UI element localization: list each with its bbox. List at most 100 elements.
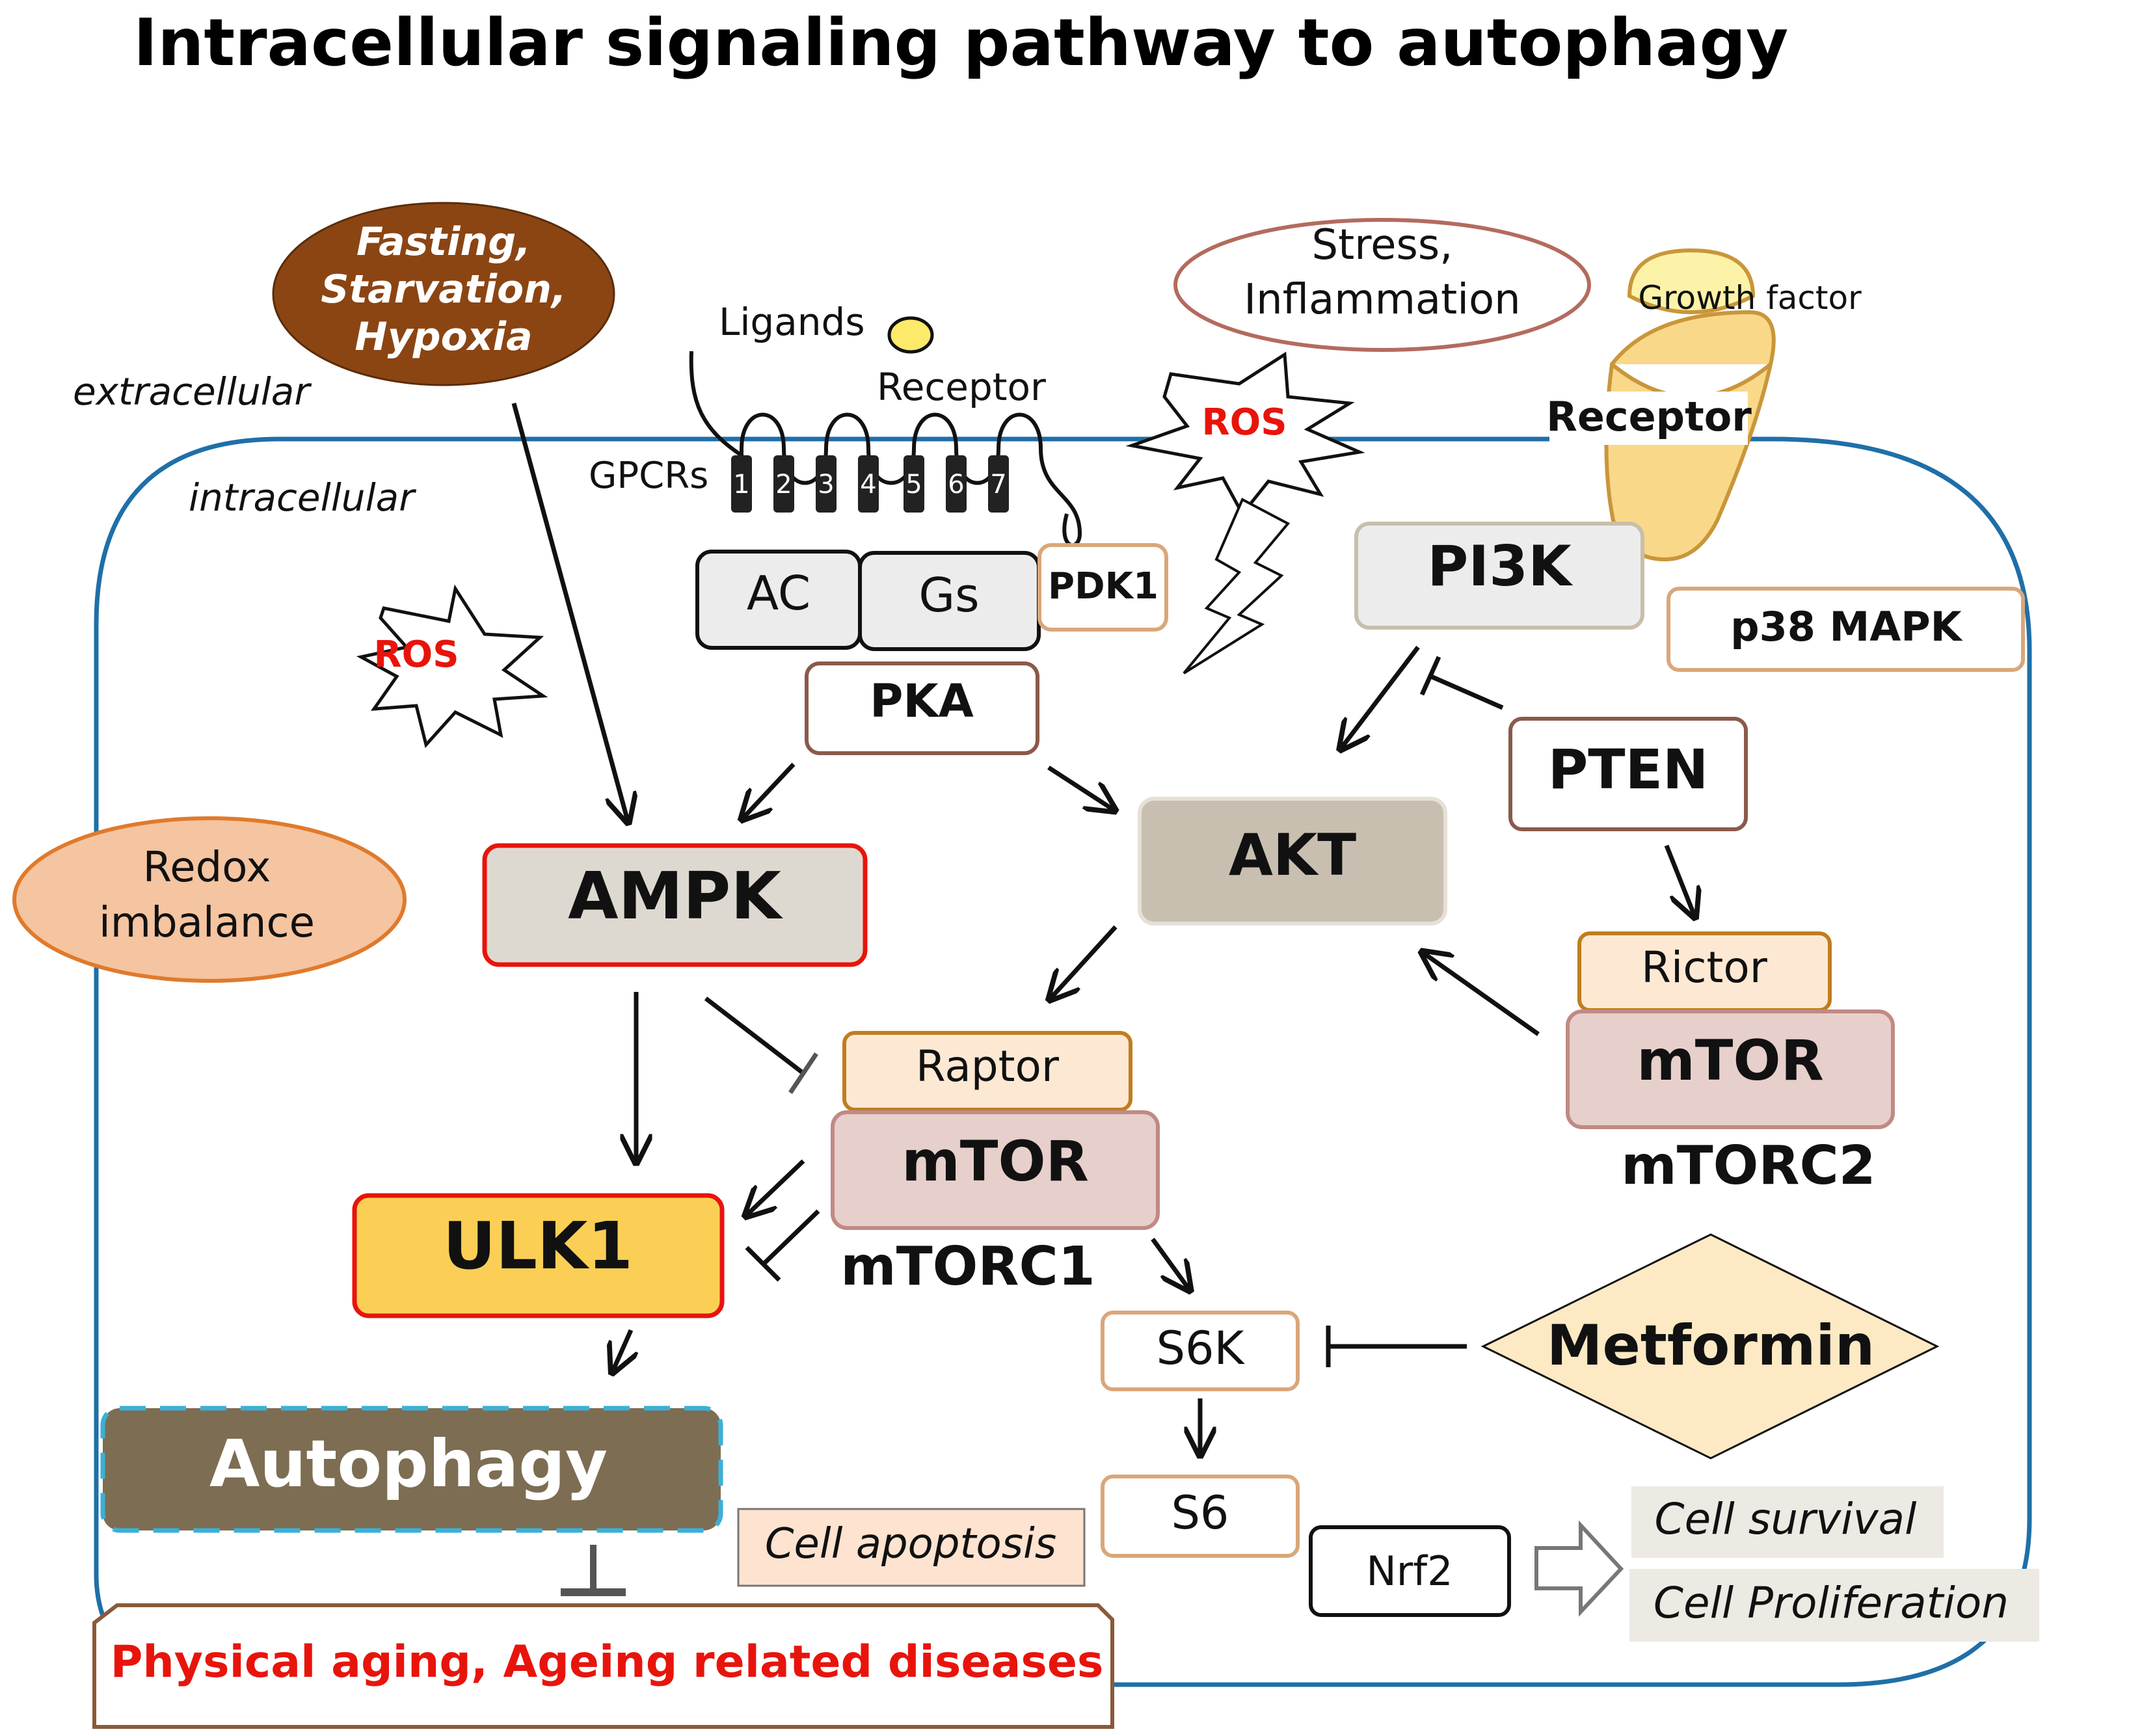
redox-stimulus: Redox imbalance	[12, 816, 407, 983]
aging-outcome: Physical aging, Ageing related diseases	[92, 1603, 1114, 1729]
s6-node: S6	[1101, 1475, 1300, 1558]
mtorc2-label: mTORC2	[1621, 1135, 1875, 1197]
activation-arrows	[511, 403, 1694, 1454]
nrf2-node: Nrf2	[1309, 1525, 1511, 1617]
extracellular-label: extracellular	[73, 369, 312, 414]
pten-node: PTEN	[1508, 717, 1748, 831]
proliferation-label: Cell Proliferation	[1654, 1578, 2009, 1628]
inhibit-pten-pi3k-bar	[1419, 656, 1441, 696]
nrf2-label: Nrf2	[1366, 1547, 1453, 1595]
gpcrs-label: GPCRs	[589, 455, 708, 497]
ros-label-left: ROS	[373, 634, 459, 676]
survival-label: Cell survival	[1655, 1494, 1918, 1544]
redox-line-1: Redox	[143, 844, 271, 892]
inhibit-ampk-mtor-bar	[788, 1052, 818, 1094]
helix-7: 7	[990, 470, 1006, 500]
survival-label-box: Cell survival	[1631, 1486, 1944, 1558]
page-title: Intracellular signaling pathway to autop…	[133, 5, 1788, 81]
arrow-pka-akt	[1047, 766, 1114, 810]
stress-line-2: Inflammation	[1244, 276, 1520, 324]
pdk1-label: PDK1	[1048, 565, 1158, 608]
metformin-label: Metformin	[1547, 1313, 1875, 1378]
gs-label: Gs	[918, 568, 979, 622]
helix-3: 3	[818, 470, 834, 500]
s6-label: S6	[1172, 1486, 1229, 1540]
inhibit-mtor-ulk1-line	[760, 1209, 820, 1267]
metformin-node: Metformin	[1480, 1233, 1940, 1460]
ligand-icon	[887, 316, 934, 354]
ros-label-top: ROS	[1201, 401, 1287, 444]
mtor1-label: mTOR	[902, 1129, 1089, 1194]
ampk-label: AMPK	[568, 858, 783, 934]
fasting-stimulus: Fasting, Starvation, Hypoxia	[272, 202, 615, 386]
cell-membrane	[94, 436, 2032, 1687]
inhibit-mtor-ulk1-bar	[745, 1246, 781, 1282]
arrow-pka-ampk	[743, 762, 796, 818]
mtorc1-label: mTORC1	[840, 1236, 1095, 1298]
helix-4: 4	[860, 470, 876, 500]
proliferation-label-box: Cell Proliferation	[1629, 1569, 2039, 1642]
growth-receptor-label: Receptor	[1546, 393, 1752, 440]
pdk1-node: PDK1	[1038, 543, 1168, 632]
akt-label: AKT	[1229, 821, 1356, 888]
inhibition-lines	[561, 656, 1504, 1596]
ros-burst-top: ROS	[1125, 351, 1365, 517]
arrow-mtorc2-akt	[1423, 953, 1540, 1036]
p38-node: p38 MAPK	[1667, 587, 2025, 672]
pka-label: PKA	[870, 674, 974, 728]
s6k-node: S6K	[1101, 1311, 1300, 1391]
apoptosis-label: Cell apoptosis	[765, 1520, 1056, 1568]
pi3k-label: PI3K	[1427, 534, 1573, 599]
ac-label: AC	[747, 566, 810, 621]
inhibit-ampk-mtor-line	[704, 996, 805, 1075]
helix-6: 6	[948, 470, 964, 500]
growth-factor-receptor: Growth factor Receptor	[1546, 248, 1862, 562]
apoptosis-label-box: Cell apoptosis	[737, 1508, 1086, 1587]
ulk1-label: ULK1	[443, 1208, 633, 1284]
inhibit-pten-pi3k-line	[1430, 674, 1504, 710]
rictor-label: Rictor	[1641, 942, 1768, 993]
helix-1: 1	[733, 470, 749, 500]
pten-label: PTEN	[1548, 738, 1709, 801]
mtorc1-complex: Raptor mTOR mTORC1	[831, 1031, 1160, 1298]
helix-5: 5	[905, 470, 922, 500]
ac-node: AC	[695, 550, 862, 650]
ampk-node: AMPK	[482, 843, 868, 967]
helix-2: 2	[775, 470, 792, 500]
gs-node: Gs	[858, 551, 1041, 651]
lightning-icon	[1183, 498, 1291, 674]
arrow-ulk1-autophagy	[613, 1329, 631, 1371]
arrow-mtor-s6k	[1151, 1237, 1189, 1289]
akt-node: AKT	[1138, 797, 1447, 926]
gpcr-receptor-label: Receptor	[877, 365, 1046, 409]
aging-label: Physical aging, Ageing related diseases	[111, 1636, 1104, 1688]
intracellular-label: intracellular	[189, 475, 416, 520]
stress-stimulus: Stress, Inflammation	[1173, 218, 1591, 352]
autophagy-label: Autophagy	[209, 1426, 608, 1502]
stress-line-1: Stress,	[1311, 221, 1453, 269]
pka-node: PKA	[805, 661, 1039, 755]
mtorc2-complex: Rictor mTOR mTORC2	[1566, 931, 1895, 1197]
ulk1-node: ULK1	[352, 1193, 725, 1318]
growth-factor-label: Growth factor	[1638, 279, 1862, 317]
ros-burst-left: ROS	[356, 584, 548, 749]
fasting-line-2: Starvation,	[321, 267, 567, 312]
autophagy-node: Autophagy	[100, 1406, 723, 1533]
pi3k-node: PI3K	[1354, 522, 1644, 630]
raptor-label: Raptor	[916, 1041, 1060, 1091]
gpcr-receptor: 1 2 3 4 5 6 7	[689, 351, 1082, 548]
redox-line-2: imbalance	[99, 899, 315, 947]
fasting-line-3: Hypoxia	[355, 314, 532, 360]
p38-label: p38 MAPK	[1730, 603, 1962, 650]
arrow-mtor-ulk1	[747, 1159, 805, 1215]
fasting-line-1: Fasting,	[356, 219, 531, 265]
mtor2-label: mTOR	[1637, 1028, 1824, 1093]
arrow-pi3k-akt	[1341, 645, 1420, 748]
s6k-label: S6K	[1157, 1322, 1246, 1375]
arrow-akt-raptor	[1051, 925, 1118, 998]
arrow-pten-rictor	[1664, 844, 1694, 916]
ligands-label: Ligands	[719, 300, 865, 344]
hollow-arrow-icon	[1534, 1520, 1624, 1617]
